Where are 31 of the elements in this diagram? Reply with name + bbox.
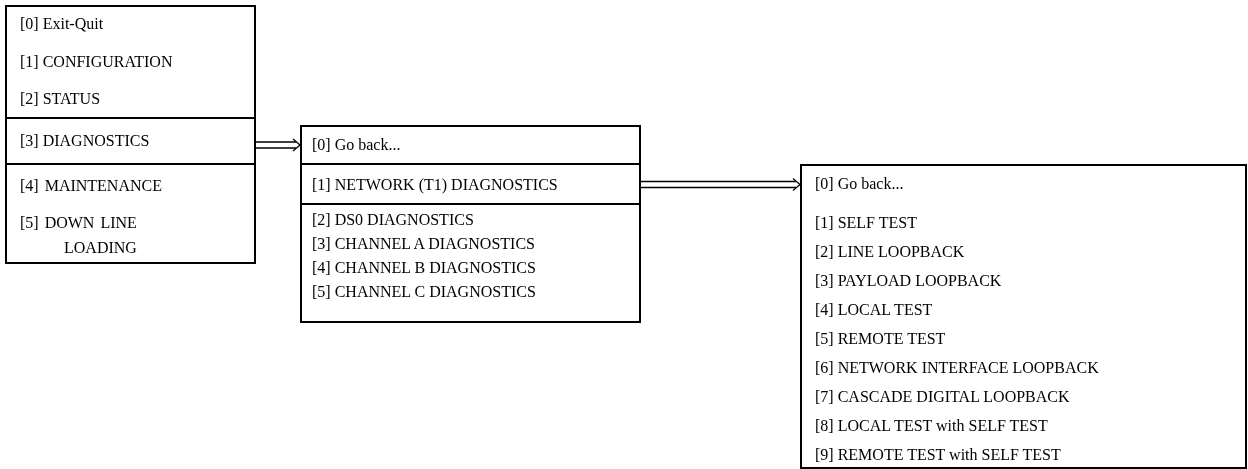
menu-option: [2] DS0 DIAGNOSTICS xyxy=(312,208,474,232)
menu-panel xyxy=(300,125,641,165)
menu-option: [9] REMOTE TEST with SELF TEST xyxy=(815,439,1061,469)
menu-panel xyxy=(300,163,641,205)
menu-option: [8] LOCAL TEST with SELF TEST xyxy=(815,410,1048,440)
menu-option: [4] MAINTENANCE xyxy=(20,172,214,198)
menu-option: [2] LINE LOOPBACK xyxy=(815,236,965,266)
menu-option: [4] CHANNEL B DIAGNOSTICS xyxy=(312,256,536,280)
menu-option: [0] Exit-Quit xyxy=(20,14,104,34)
menu-option: [0] Go back... xyxy=(815,168,904,198)
menu-option: [3] DIAGNOSTICS xyxy=(20,131,150,151)
menu-panel xyxy=(5,163,256,264)
menu-panel xyxy=(5,5,256,119)
menu-option: [3] PAYLOAD LOOPBACK xyxy=(815,265,1002,295)
menu-option: [1] SELF TEST xyxy=(815,207,917,237)
double-arrow xyxy=(255,138,301,152)
menu-option: [6] NETWORK INTERFACE LOOPBACK xyxy=(815,352,1099,382)
menu-panel xyxy=(5,117,256,165)
menu-option: [7] CASCADE DIGITAL LOOPBACK xyxy=(815,381,1070,411)
menu-option: [3] CHANNEL A DIAGNOSTICS xyxy=(312,232,535,256)
menu-option: [5] CHANNEL C DIAGNOSTICS xyxy=(312,280,536,304)
menu-option: [5] REMOTE TEST xyxy=(815,323,946,353)
menu-option: [2] STATUS xyxy=(20,89,101,109)
double-arrow xyxy=(640,177,801,192)
menu-option: [1] NETWORK (T1) DIAGNOSTICS xyxy=(312,175,558,195)
menu-option: [4] LOCAL TEST xyxy=(815,294,933,324)
menu-option: [0] Go back... xyxy=(312,135,401,155)
menu-panel xyxy=(300,203,641,323)
menu-option: [1] CONFIGURATION xyxy=(20,51,173,72)
menu-option: [5] DOWN LINE LOADING xyxy=(20,209,214,260)
menu-panel xyxy=(800,164,1247,469)
